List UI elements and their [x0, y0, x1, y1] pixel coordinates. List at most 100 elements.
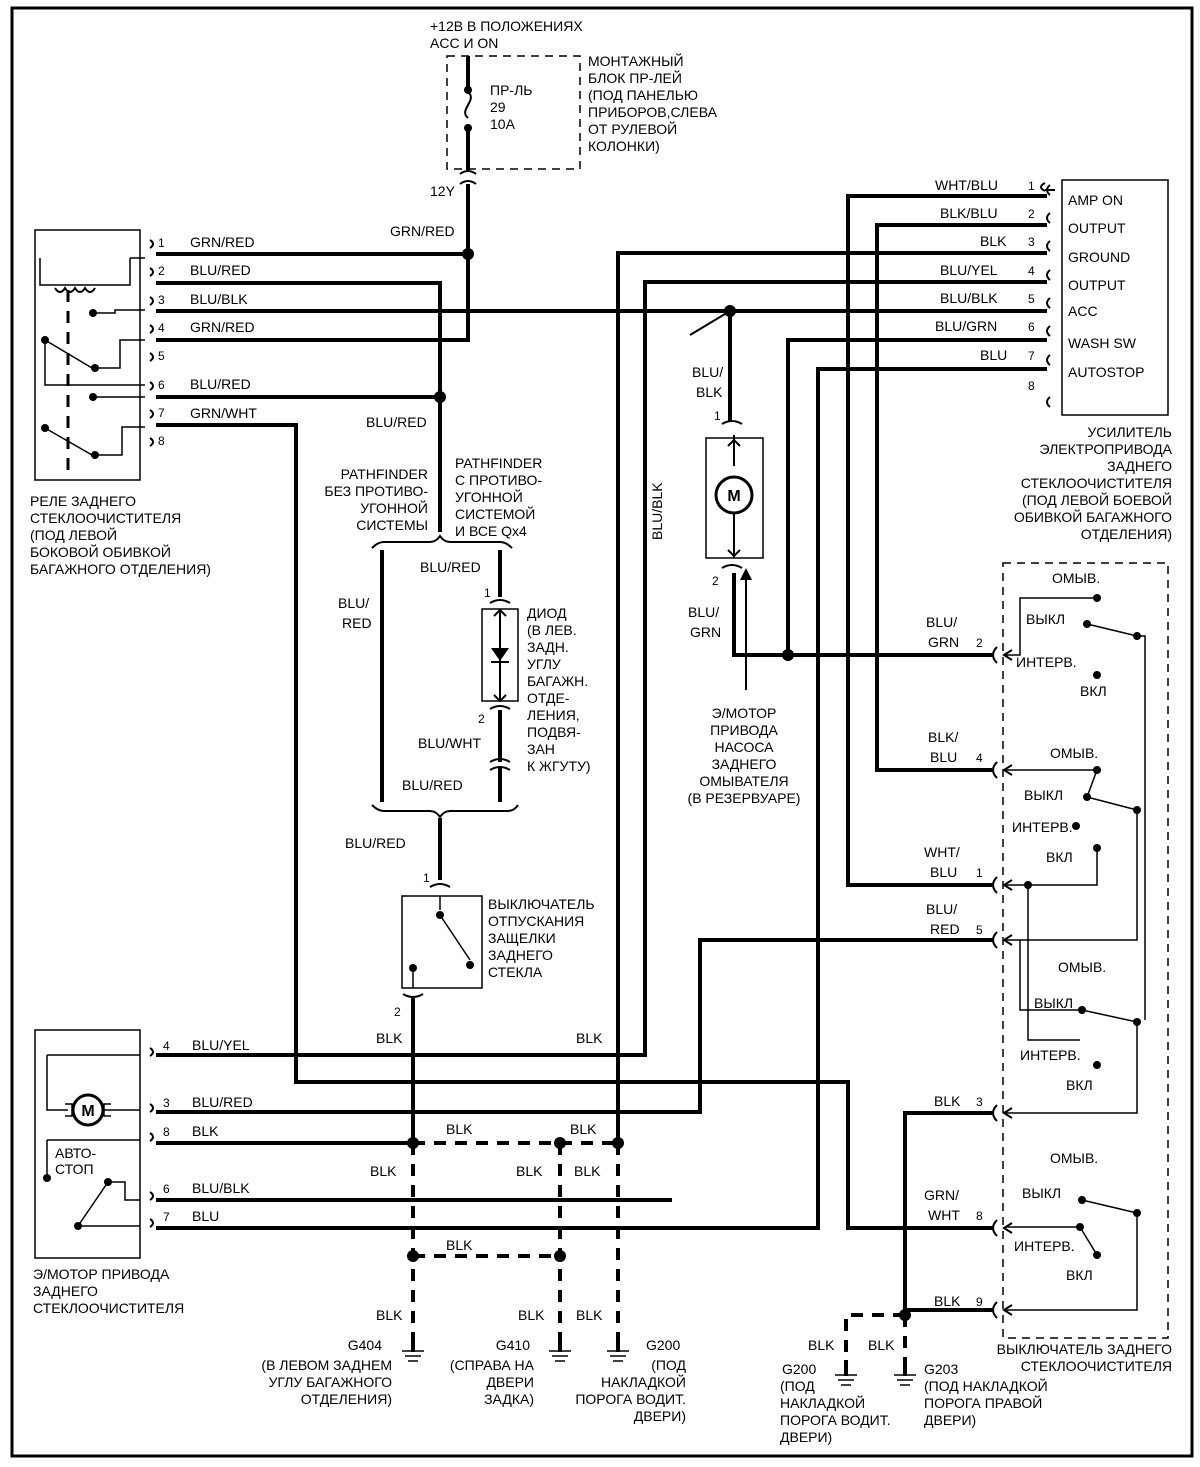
amp-wire-3: BLK [980, 233, 1007, 249]
svg-text:GRN: GRN [690, 624, 721, 640]
svg-text:ОТДЕЛЕНИЯ): ОТДЕЛЕНИЯ) [301, 1391, 392, 1407]
svg-text:БОКОВОЙ ОБИВКОЙ: БОКОВОЙ ОБИВКОЙ [30, 543, 171, 560]
ground-g203: G203 (ПОД НАКЛАДКОЙ ПОРОГА ПРАВОЙ ДВЕРИ) [894, 1360, 1048, 1428]
svg-text:BLK: BLK [570, 1121, 597, 1137]
svg-text:BLK: BLK [574, 1163, 601, 1179]
svg-text:WHT: WHT [928, 1207, 960, 1223]
svg-text:ЛЕНИЯ,: ЛЕНИЯ, [527, 707, 580, 723]
ground-g410: G410 (СПРАВА НА ДВЕРИ ЗАДКА) [450, 1333, 571, 1407]
svg-text:(ПОД: (ПОД [780, 1378, 815, 1394]
svg-text:(ПОД: (ПОД [651, 1357, 686, 1373]
wiper-motor-symbol: M [81, 1103, 94, 1120]
svg-text:G200: G200 [782, 1361, 816, 1377]
washer-pump-motor: 1 M 2 BLU/ GRN Э/МОТОР ПРИВОДА НАСОСА ЗА… [688, 409, 992, 806]
svg-text:ВЫКЛ: ВЫКЛ [1022, 1185, 1061, 1201]
svg-text:G410: G410 [496, 1337, 530, 1353]
amp-pin-3: 3 [1028, 235, 1035, 249]
blu-blk-vertical-label: BLU/BLK [649, 482, 665, 540]
svg-text:2: 2 [712, 574, 719, 588]
svg-text:BLK: BLK [934, 1093, 961, 1109]
svg-text:9: 9 [976, 1295, 983, 1309]
svg-text:ЗАДНЕГО: ЗАДНЕГО [33, 1283, 98, 1299]
svg-text:ЭЛЕКТРОПРИВОДА: ЭЛЕКТРОПРИВОДА [1040, 441, 1173, 457]
fuse-number: 29 [490, 99, 506, 115]
wiper-amplifier: 1 2 3 4 5 6 7 8 WHT/BLU BLK/BLU BLK BLU/… [935, 177, 1173, 542]
blk-right-label: BLK [576, 1030, 603, 1046]
svg-text:ОМЫВ.: ОМЫВ. [1050, 1150, 1098, 1166]
svg-text:BLK: BLK [518, 1307, 545, 1323]
svg-text:BLK: BLK [576, 1307, 603, 1323]
svg-text:(ПОД ЛЕВОЙ: (ПОД ЛЕВОЙ [30, 526, 117, 543]
washer-motor-symbol: M [727, 488, 740, 505]
power-supply-label-2: ACC И ON [430, 35, 498, 51]
diode: 1 2 ДИОД (В ЛЕВ. ЗАДН. УГЛУ БАГАЖН. ОТДЕ… [478, 586, 591, 774]
svg-text:УГОННОЙ: УГОННОЙ [360, 499, 428, 516]
amp-wire-1: WHT/BLU [935, 177, 998, 193]
relay-wire-4: GRN/RED [190, 319, 255, 335]
amp-pin-2: 2 [1028, 207, 1035, 221]
relay-pin-6: 6 [158, 378, 165, 392]
svg-text:BLK: BLK [934, 1293, 961, 1309]
svg-text:Э/МОТОР ПРИВОДА: Э/МОТОР ПРИВОДА [33, 1266, 170, 1282]
amp-label-autostop: AUTOSTOP [1068, 364, 1145, 380]
fuse-block: +12В В ПОЛОЖЕНИЯХ ACC И ON ПР-ЛЬ 29 10A … [390, 18, 718, 342]
ground-g404: G404 (В ЛЕВОМ ЗАДНЕМ УГЛУ БАГАЖНОГО ОТДЕ… [261, 1333, 424, 1407]
svg-text:ОБИВКОЙ БАГАЖНОГО: ОБИВКОЙ БАГАЖНОГО [1014, 508, 1172, 525]
amp-label-wash-sw: WASH SW [1068, 335, 1137, 351]
blk-latch-label: BLK [376, 1030, 403, 1046]
relay-pin-1: 1 [158, 236, 165, 250]
svg-text:ВКЛ: ВКЛ [1080, 683, 1107, 699]
svg-text:СТЕКЛА: СТЕКЛА [488, 964, 543, 980]
svg-text:ЗАДКА): ЗАДКА) [484, 1391, 534, 1407]
amp-pin-4: 4 [1028, 264, 1035, 278]
rear-wiper-switch: BLU/ GRN 2 BLK/ BLU 4 WHT/ BLU 1 BLU/ RE… [924, 562, 1172, 1374]
svg-text:ЗАЩЕЛКИ: ЗАЩЕЛКИ [488, 930, 556, 946]
svg-text:BLU/: BLU/ [926, 901, 957, 917]
svg-text:ПОРОГА ПРАВОЙ: ПОРОГА ПРАВОЙ [924, 1394, 1042, 1411]
svg-text:ИНТЕРВ.: ИНТЕРВ. [1012, 819, 1073, 835]
svg-text:G404: G404 [348, 1337, 382, 1353]
svg-text:(ПОД ЛЕВОЙ БОЕВОЙ: (ПОД ЛЕВОЙ БОЕВОЙ [1022, 491, 1172, 508]
wiper-motor-description: Э/МОТОР ПРИВОДА ЗАДНЕГО СТЕКЛООЧИСТИТЕЛЯ [33, 1266, 184, 1316]
amp-pin-5: 5 [1028, 292, 1035, 306]
svg-text:BLU: BLU [930, 749, 957, 765]
svg-text:5: 5 [976, 923, 983, 937]
motor-wire-6: BLU/BLK [192, 1180, 250, 1196]
amp-label-acc: ACC [1068, 303, 1098, 319]
svg-text:(В ЛЕВ.: (В ЛЕВ. [527, 622, 577, 638]
variant-labels: PATHFINDER БЕЗ ПРОТИВО- УГОННОЙ СИСТЕМЫ … [324, 455, 542, 539]
svg-text:BLK: BLK [376, 1307, 403, 1323]
ground-g200-left: G200 (ПОД НАКЛАДКОЙ ПОРОГА ВОДИТ. ДВЕРИ) [575, 1333, 687, 1424]
relay-pin-3: 3 [158, 293, 165, 307]
svg-text:ОМЫВ.: ОМЫВ. [1058, 959, 1106, 975]
blu-red-label-5: BLU/RED [345, 835, 406, 851]
svg-text:PATHFINDER: PATHFINDER [455, 455, 542, 471]
svg-text:G203: G203 [924, 1361, 958, 1377]
amp-label-output-2: OUTPUT [1068, 277, 1126, 293]
amp-pin-6: 6 [1028, 320, 1035, 334]
svg-text:BLU: BLU [930, 864, 957, 880]
fuse-wire-label: GRN/RED [390, 223, 455, 239]
svg-text:УГЛУ: УГЛУ [527, 656, 561, 672]
power-supply-label: +12В В ПОЛОЖЕНИЯХ [430, 18, 583, 34]
motor-wire-3: BLU/RED [192, 1094, 253, 1110]
svg-text:PATHFINDER: PATHFINDER [341, 466, 428, 482]
svg-text:2: 2 [976, 636, 983, 650]
amp-pin-1: 1 [1028, 179, 1035, 193]
amp-wire-6: BLU/GRN [935, 318, 997, 334]
latch-switch-description: ВЫКЛЮЧАТЕЛЬ ОТПУСКАНИЯ ЗАЩЕЛКИ ЗАДНЕГО С… [488, 896, 595, 980]
diode-description: ДИОД (В ЛЕВ. ЗАДН. УГЛУ БАГАЖН. ОТДЕ- ЛЕ… [527, 605, 591, 774]
svg-text:СТЕКЛООЧИСТИТЕЛЯ: СТЕКЛООЧИСТИТЕЛЯ [1021, 475, 1172, 491]
diagram-frame [10, 6, 1194, 1458]
svg-text:(ПОД ПАНЕЛЬЮ: (ПОД ПАНЕЛЬЮ [588, 87, 698, 103]
svg-text:BLK: BLK [516, 1163, 543, 1179]
fusebox-description: МОНТАЖНЫЙ БЛОК ПР-ЛЕЙ (ПОД ПАНЕЛЬЮ ПРИБО… [588, 52, 718, 154]
svg-text:ИНТЕРВ.: ИНТЕРВ. [1016, 654, 1077, 670]
amp-label-output-1: OUTPUT [1068, 220, 1126, 236]
svg-text:СТЕКЛООЧИСТИТЕЛЯ: СТЕКЛООЧИСТИТЕЛЯ [30, 510, 181, 526]
svg-text:Э/МОТОР: Э/МОТОР [712, 705, 777, 721]
svg-text:4: 4 [163, 1039, 170, 1053]
svg-text:G200: G200 [646, 1337, 680, 1353]
relay-pin-7: 7 [158, 406, 165, 420]
svg-text:BLK: BLK [446, 1237, 473, 1253]
